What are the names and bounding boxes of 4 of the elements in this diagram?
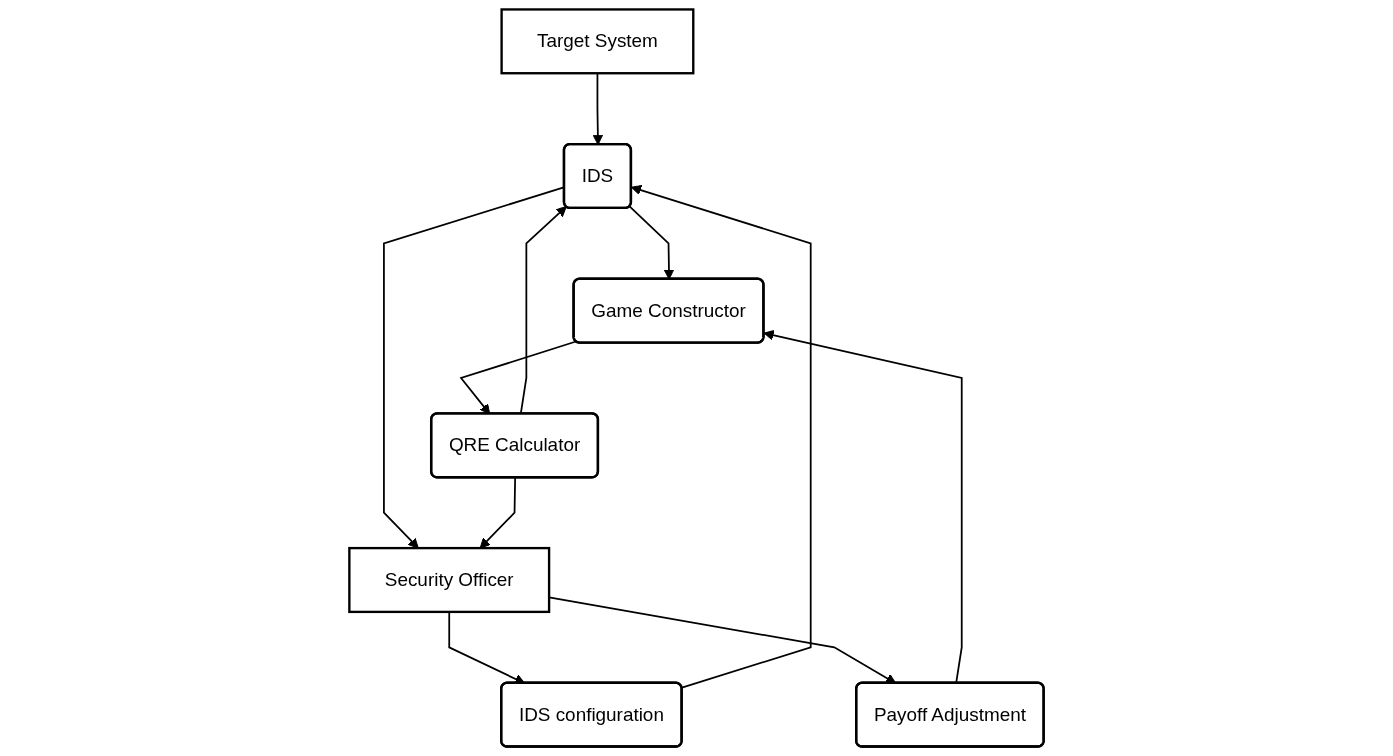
node-box: Security Officer [348,546,551,614]
arrow [383,186,566,549]
node-box: Target System [500,8,695,75]
arrow [631,185,812,689]
